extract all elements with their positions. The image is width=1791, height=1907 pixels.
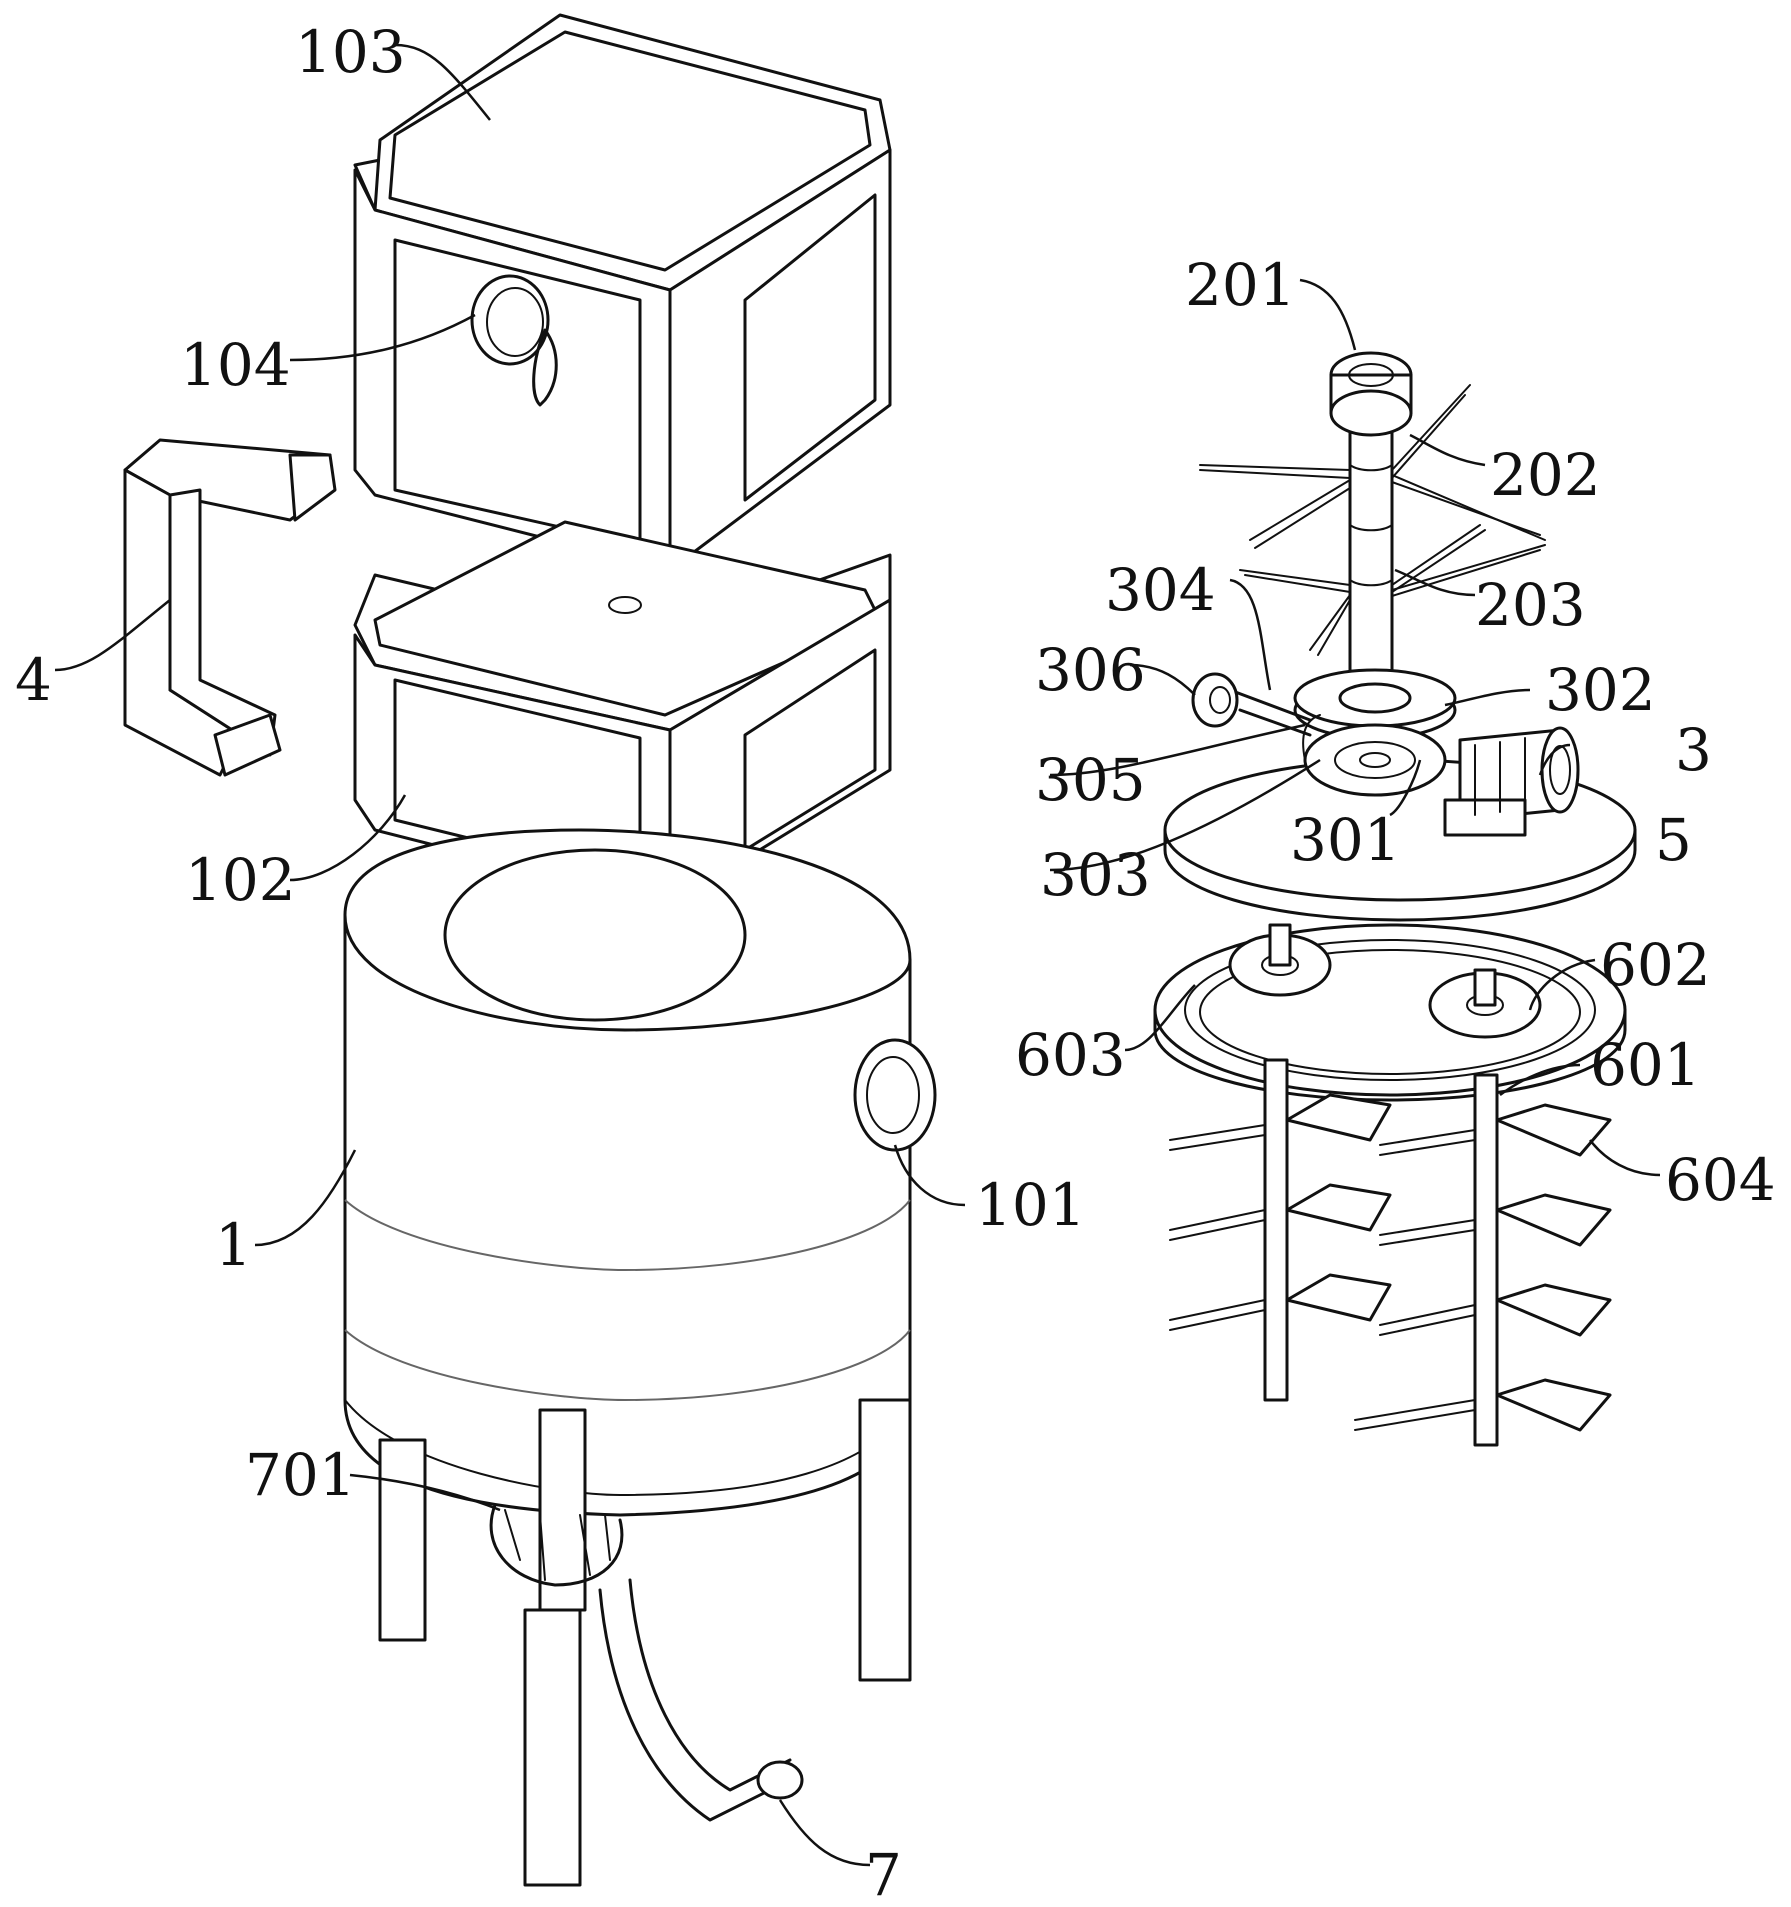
planet-gears (1228, 923, 1542, 1039)
label-103: 103 (295, 18, 406, 86)
side-flange (853, 1038, 937, 1152)
label-305: 305 (1035, 746, 1146, 814)
cross-shaft (1191, 672, 1312, 737)
label-601: 601 (1590, 1031, 1701, 1099)
middle-box (353, 520, 892, 907)
stirring-shaft-assembly (1199, 351, 1546, 712)
label-306: 306 (1035, 636, 1146, 704)
label-7: 7 (865, 1841, 902, 1907)
discharge-pipe (598, 1578, 804, 1822)
ring-gear-frame (1153, 923, 1627, 1102)
duct (123, 438, 337, 777)
label-301: 301 (1290, 806, 1401, 874)
label-304: 304 (1105, 556, 1216, 624)
label-3: 3 (1675, 716, 1712, 784)
support-legs (378, 1398, 912, 1887)
label-101: 101 (975, 1171, 1086, 1239)
label-303: 303 (1040, 841, 1151, 909)
part-labels: 103 104 4 102 1 101 701 7 201 202 203 30… (15, 18, 1776, 1907)
bevel-gear-set (1293, 668, 1457, 797)
label-302: 302 (1545, 656, 1656, 724)
label-4: 4 (15, 646, 52, 714)
discharge-valve (489, 1503, 624, 1587)
paddle-blades (1169, 1093, 1612, 1432)
label-604: 604 (1665, 1146, 1776, 1214)
inspection-port (470, 274, 558, 407)
label-104: 104 (180, 331, 291, 399)
label-701: 701 (245, 1441, 356, 1509)
label-201: 201 (1185, 251, 1296, 319)
motor (1443, 726, 1580, 837)
leader-lines (54, 43, 1661, 1867)
vertical-agitator-shafts (1263, 1058, 1499, 1447)
label-202: 202 (1490, 441, 1601, 509)
label-5: 5 (1655, 806, 1692, 874)
label-603: 603 (1015, 1021, 1126, 1089)
label-1: 1 (215, 1211, 252, 1279)
label-602: 602 (1600, 931, 1711, 999)
upper-hopper-box (353, 13, 892, 572)
tank-body (343, 828, 937, 1517)
label-203: 203 (1475, 571, 1586, 639)
label-102: 102 (185, 846, 296, 914)
